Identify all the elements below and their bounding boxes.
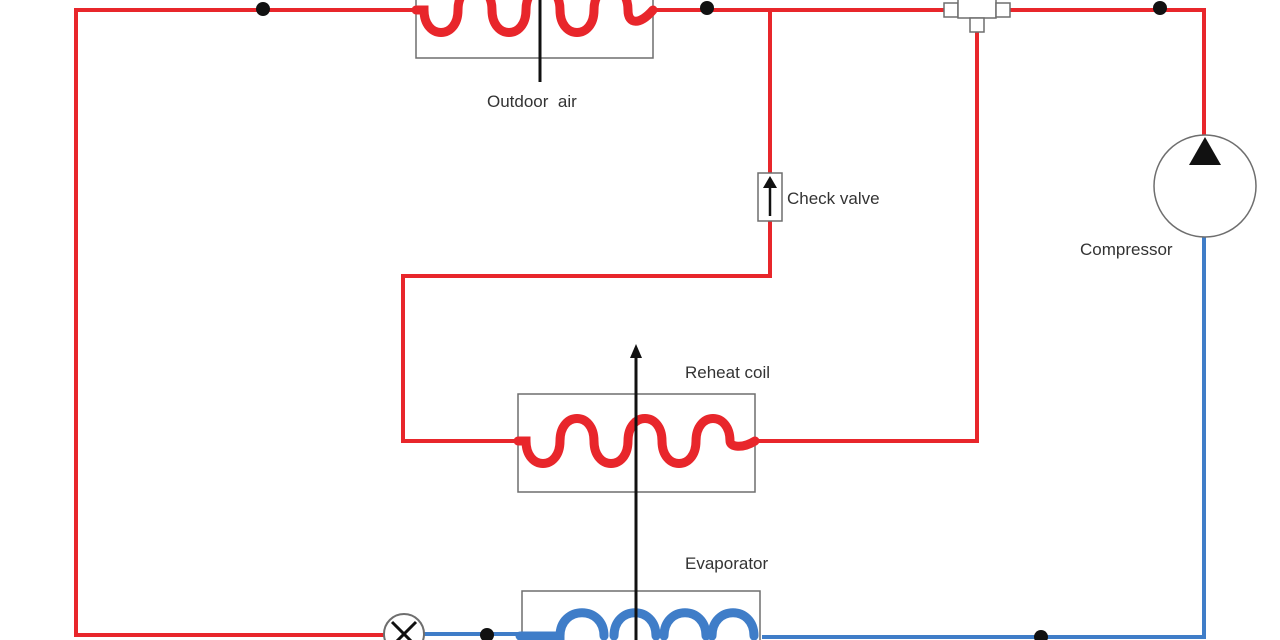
evaporator (515, 590, 761, 640)
outdoor-coil-wave (411, 0, 658, 37)
check-valve-return (401, 221, 772, 443)
hot-refrigerant-lines (74, 8, 1206, 637)
junction-dot (480, 628, 494, 640)
cold-refrigerant-lines (423, 235, 1206, 639)
x-circle-icon (383, 613, 425, 640)
reheat-coil-label: Reheat coil (685, 363, 770, 382)
triangle-up-circle-icon (1189, 137, 1221, 165)
suction-line (762, 235, 1206, 639)
compressor (1153, 134, 1257, 238)
top-left-line (74, 8, 416, 637)
check-valve-label: Check valve (787, 189, 880, 208)
top-right-line (1010, 8, 1206, 138)
supply-air-arrow (630, 344, 642, 640)
arrow-up-icon (630, 344, 642, 358)
junction-dot (1153, 1, 1167, 15)
compressor-label: Compressor (1080, 240, 1173, 259)
evaporator-label: Evaporator (685, 554, 768, 573)
check-valve (757, 172, 783, 222)
junction-dots (256, 1, 1167, 640)
outdoor-coil (411, 0, 658, 82)
reheat-supply-line (755, 28, 979, 443)
compressor-body (1153, 134, 1257, 238)
outdoor-air-label: Outdoor air (487, 92, 577, 111)
junction-dot (1034, 630, 1048, 640)
junction-dot (700, 1, 714, 15)
reheat-coil-wave (513, 414, 760, 468)
t-junction-icon (943, 0, 1011, 33)
junction-dot (256, 2, 270, 16)
